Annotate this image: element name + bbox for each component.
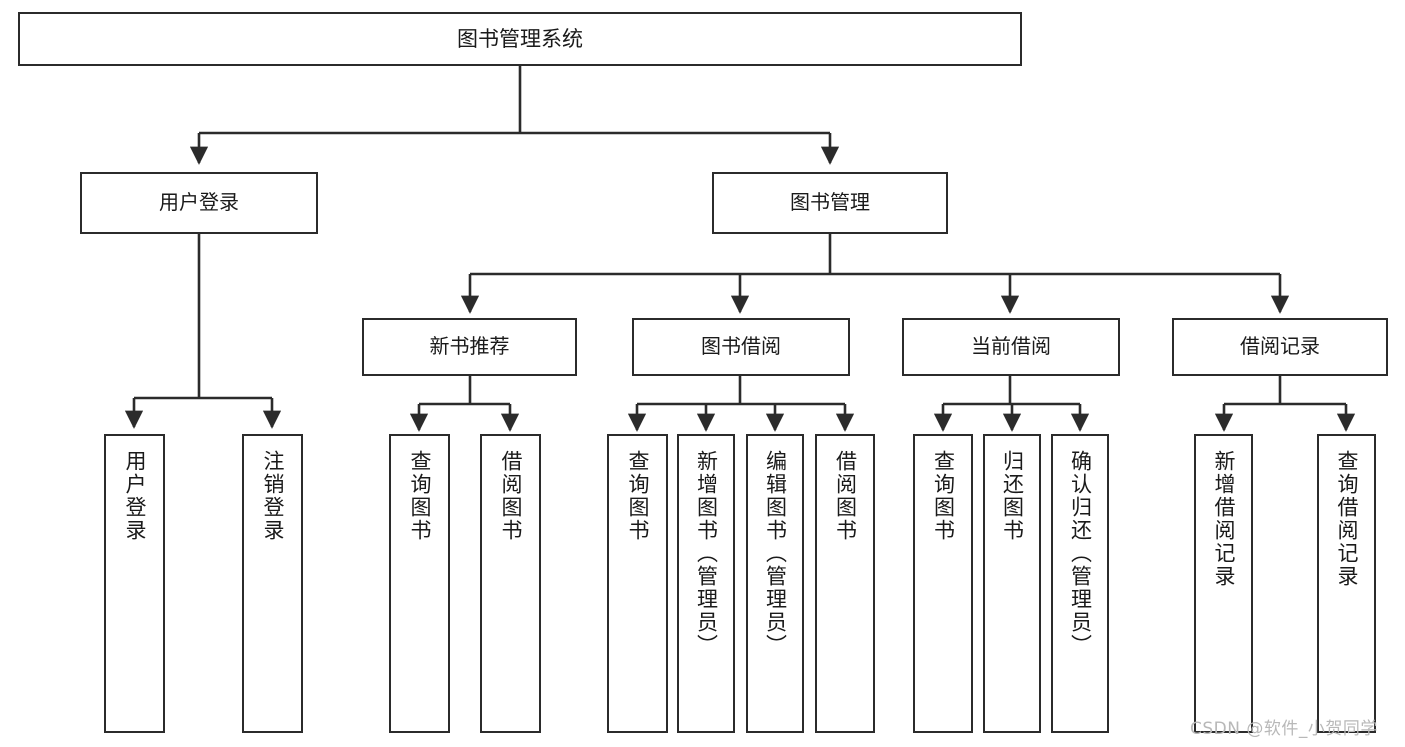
node-label: 图书借阅 <box>701 334 781 359</box>
leaf-return-book[interactable]: 归还图书 <box>983 434 1041 733</box>
node-label: 归还图书 <box>1000 450 1025 542</box>
leaf-query-book-current[interactable]: 查询图书 <box>913 434 973 733</box>
node-book-management[interactable]: 图书管理 <box>712 172 948 234</box>
node-label: 用户登录 <box>123 450 147 542</box>
node-book-borrow[interactable]: 图书借阅 <box>632 318 850 376</box>
leaf-query-book-borrow[interactable]: 查询图书 <box>607 434 668 733</box>
node-label: 查询图书 <box>931 450 956 542</box>
node-label: 新增图书（管理员） <box>694 450 719 657</box>
leaf-add-borrow-record[interactable]: 新增借阅记录 <box>1194 434 1253 733</box>
node-label: 用户登录 <box>159 190 239 215</box>
leaf-edit-book-admin[interactable]: 编辑图书（管理员） <box>746 434 804 733</box>
node-label: 借阅图书 <box>833 450 858 542</box>
node-label: 查询图书 <box>626 450 650 542</box>
node-label: 新增借阅记录 <box>1212 450 1236 588</box>
leaf-query-borrow-record[interactable]: 查询借阅记录 <box>1317 434 1376 733</box>
node-label: 借阅记录 <box>1240 334 1320 359</box>
node-label: 图书管理系统 <box>457 26 583 51</box>
node-borrow-record[interactable]: 借阅记录 <box>1172 318 1388 376</box>
leaf-borrow-book[interactable]: 借阅图书 <box>815 434 875 733</box>
node-new-book-recommend[interactable]: 新书推荐 <box>362 318 577 376</box>
node-label: 当前借阅 <box>971 334 1051 359</box>
node-label: 查询图书 <box>408 450 432 542</box>
node-user-login[interactable]: 用户登录 <box>80 172 318 234</box>
node-label: 注销登录 <box>261 450 285 542</box>
node-label: 借阅图书 <box>499 450 523 542</box>
node-root-book-management-system[interactable]: 图书管理系统 <box>18 12 1022 66</box>
csdn-watermark: CSDN @软件_小贺同学 <box>1190 719 1378 739</box>
leaf-borrow-book-recommend[interactable]: 借阅图书 <box>480 434 541 733</box>
leaf-add-book-admin[interactable]: 新增图书（管理员） <box>677 434 735 733</box>
node-label: 图书管理 <box>790 190 870 215</box>
node-label: 编辑图书（管理员） <box>763 450 788 657</box>
leaf-user-login[interactable]: 用户登录 <box>104 434 165 733</box>
leaf-confirm-return-admin[interactable]: 确认归还（管理员） <box>1051 434 1109 733</box>
node-current-borrow[interactable]: 当前借阅 <box>902 318 1120 376</box>
node-label: 新书推荐 <box>429 334 510 359</box>
leaf-logout-login[interactable]: 注销登录 <box>242 434 303 733</box>
leaf-query-book-recommend[interactable]: 查询图书 <box>389 434 450 733</box>
node-label: 查询借阅记录 <box>1335 450 1359 588</box>
node-label: 确认归还（管理员） <box>1068 450 1093 657</box>
